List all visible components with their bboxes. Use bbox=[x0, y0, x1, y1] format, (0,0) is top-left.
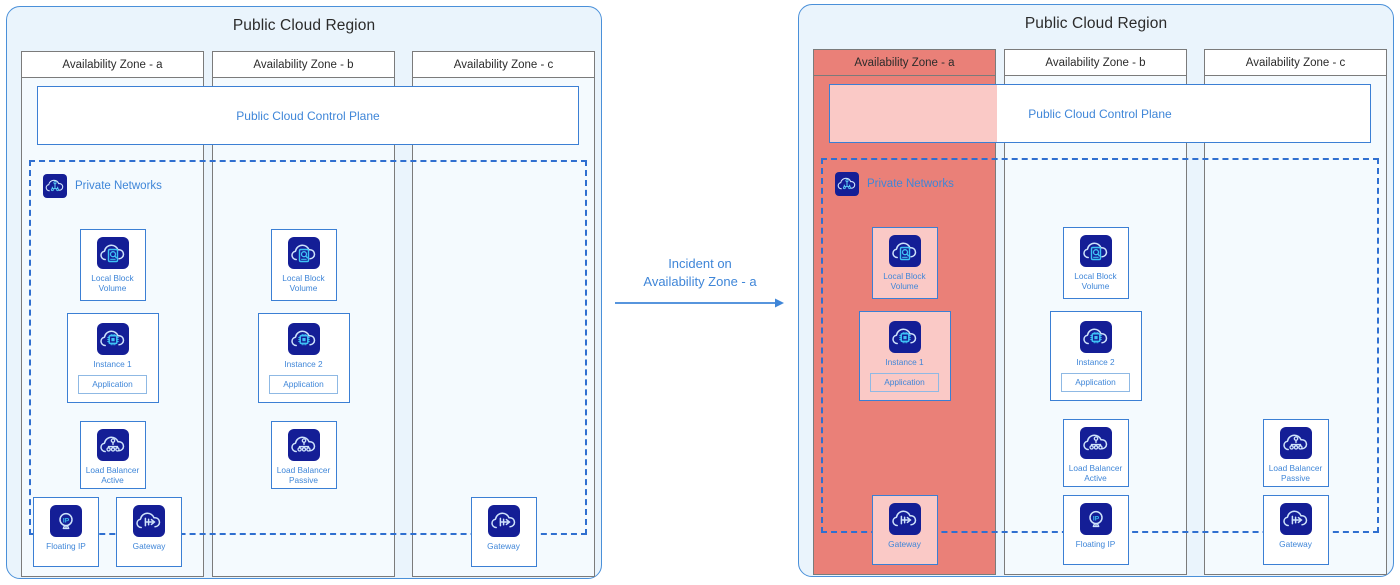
availability-zone-label: Availability Zone - b bbox=[1045, 56, 1146, 69]
instance-node[interactable]: Instance 2 Application bbox=[1049, 311, 1142, 401]
arrow-right-icon bbox=[615, 298, 784, 308]
load-balancer-icon bbox=[1079, 427, 1112, 459]
instance-label: Instance 2 bbox=[284, 359, 323, 369]
gateway-icon bbox=[133, 505, 165, 537]
instance-icon bbox=[287, 323, 320, 355]
private-networks-tag: Private Networks bbox=[835, 172, 954, 196]
availability-zone-label: Availability Zone - c bbox=[453, 58, 554, 71]
private-networks-label: Private Networks bbox=[75, 180, 162, 192]
gateway-icon bbox=[888, 503, 921, 535]
application-box[interactable]: Application bbox=[78, 375, 147, 395]
node-label: Gateway bbox=[888, 539, 921, 549]
availability-zone-header[interactable]: Availability Zone - c bbox=[412, 51, 595, 78]
node-label: Gateway bbox=[132, 541, 166, 551]
instance-node[interactable]: Instance 2 Application bbox=[257, 313, 350, 403]
region-title: Public Cloud Region bbox=[232, 17, 376, 34]
control-plane-label: Public Cloud Control Plane bbox=[236, 108, 380, 123]
floating-ip-icon: IP bbox=[50, 505, 82, 537]
region-title: Public Cloud Region bbox=[1024, 15, 1168, 32]
availability-zone-header[interactable]: Availability Zone - b bbox=[212, 51, 395, 78]
node-label: Floating IP bbox=[1075, 539, 1116, 549]
instance-icon bbox=[96, 323, 129, 355]
availability-zone-header[interactable]: Availability Zone - a bbox=[21, 51, 204, 78]
gateway-node[interactable]: Gateway bbox=[1262, 495, 1329, 565]
control-plane-band[interactable]: Public Cloud Control Plane bbox=[37, 86, 579, 145]
instance-label: Instance 2 bbox=[1076, 357, 1115, 367]
transition-label-line1: Incident on bbox=[668, 256, 732, 271]
local-block-volume-icon bbox=[888, 235, 921, 267]
availability-zone-header[interactable]: Availability Zone - a bbox=[813, 49, 996, 76]
gateway-node[interactable]: Gateway bbox=[871, 495, 938, 565]
node-label: Gateway bbox=[1279, 539, 1312, 549]
transition-arrow-group: Incident on Availability Zone - a bbox=[615, 255, 785, 309]
floating-ip-icon: IP bbox=[1079, 503, 1112, 535]
private-networks-label: Private Networks bbox=[867, 178, 954, 190]
control-plane-degraded-overlay bbox=[830, 85, 997, 142]
svg-text:IP: IP bbox=[1092, 515, 1099, 522]
availability-zone-label: Availability Zone - c bbox=[1245, 56, 1346, 69]
local-block-volume-icon bbox=[1079, 235, 1112, 267]
svg-text:IP: IP bbox=[63, 517, 70, 524]
gateway-node[interactable]: Gateway bbox=[116, 497, 182, 567]
region-panel-before: Public Cloud Region Availability Zone - … bbox=[6, 6, 602, 579]
private-networks-tag: Private Networks bbox=[43, 174, 162, 198]
transition-label: Incident on Availability Zone - a bbox=[643, 255, 756, 290]
region-panel-after: Public Cloud Region Availability Zone - … bbox=[798, 4, 1394, 577]
node-label: Floating IP bbox=[46, 541, 86, 551]
local-block-volume-icon bbox=[287, 237, 320, 269]
control-plane-band[interactable]: Public Cloud Control Plane bbox=[829, 84, 1371, 143]
instance-label: Instance 1 bbox=[885, 357, 924, 367]
application-box[interactable]: Application bbox=[1061, 373, 1130, 393]
floating-ip-node[interactable]: IP Floating IP bbox=[1062, 495, 1129, 565]
instance-label: Instance 1 bbox=[93, 359, 132, 369]
instance-node[interactable]: Instance 1 Application bbox=[66, 313, 159, 403]
availability-zone-header[interactable]: Availability Zone - c bbox=[1204, 49, 1387, 76]
private-network-icon bbox=[835, 172, 859, 196]
gateway-icon bbox=[487, 505, 520, 537]
availability-zone-label: Availability Zone - b bbox=[253, 58, 354, 71]
load-balancer-icon bbox=[287, 429, 320, 461]
instance-icon bbox=[888, 321, 921, 353]
instance-node[interactable]: Instance 1 Application bbox=[858, 311, 951, 401]
application-box[interactable]: Application bbox=[269, 375, 338, 395]
node-label: Gateway bbox=[487, 541, 520, 551]
floating-ip-node[interactable]: IP Floating IP bbox=[33, 497, 99, 567]
load-balancer-icon bbox=[1279, 427, 1312, 459]
load-balancer-icon bbox=[96, 429, 129, 461]
gateway-icon bbox=[1279, 503, 1312, 535]
gateway-node[interactable]: Gateway bbox=[470, 497, 537, 567]
instance-icon bbox=[1079, 321, 1112, 353]
private-network-icon bbox=[43, 174, 67, 198]
availability-zone-label: Availability Zone - a bbox=[854, 56, 955, 69]
application-box[interactable]: Application bbox=[870, 373, 939, 393]
availability-zone-label: Availability Zone - a bbox=[62, 58, 163, 71]
transition-label-line2: Availability Zone - a bbox=[643, 273, 757, 289]
control-plane-label: Public Cloud Control Plane bbox=[1028, 106, 1172, 121]
local-block-volume-icon bbox=[96, 237, 129, 269]
availability-zone-header[interactable]: Availability Zone - b bbox=[1004, 49, 1187, 76]
